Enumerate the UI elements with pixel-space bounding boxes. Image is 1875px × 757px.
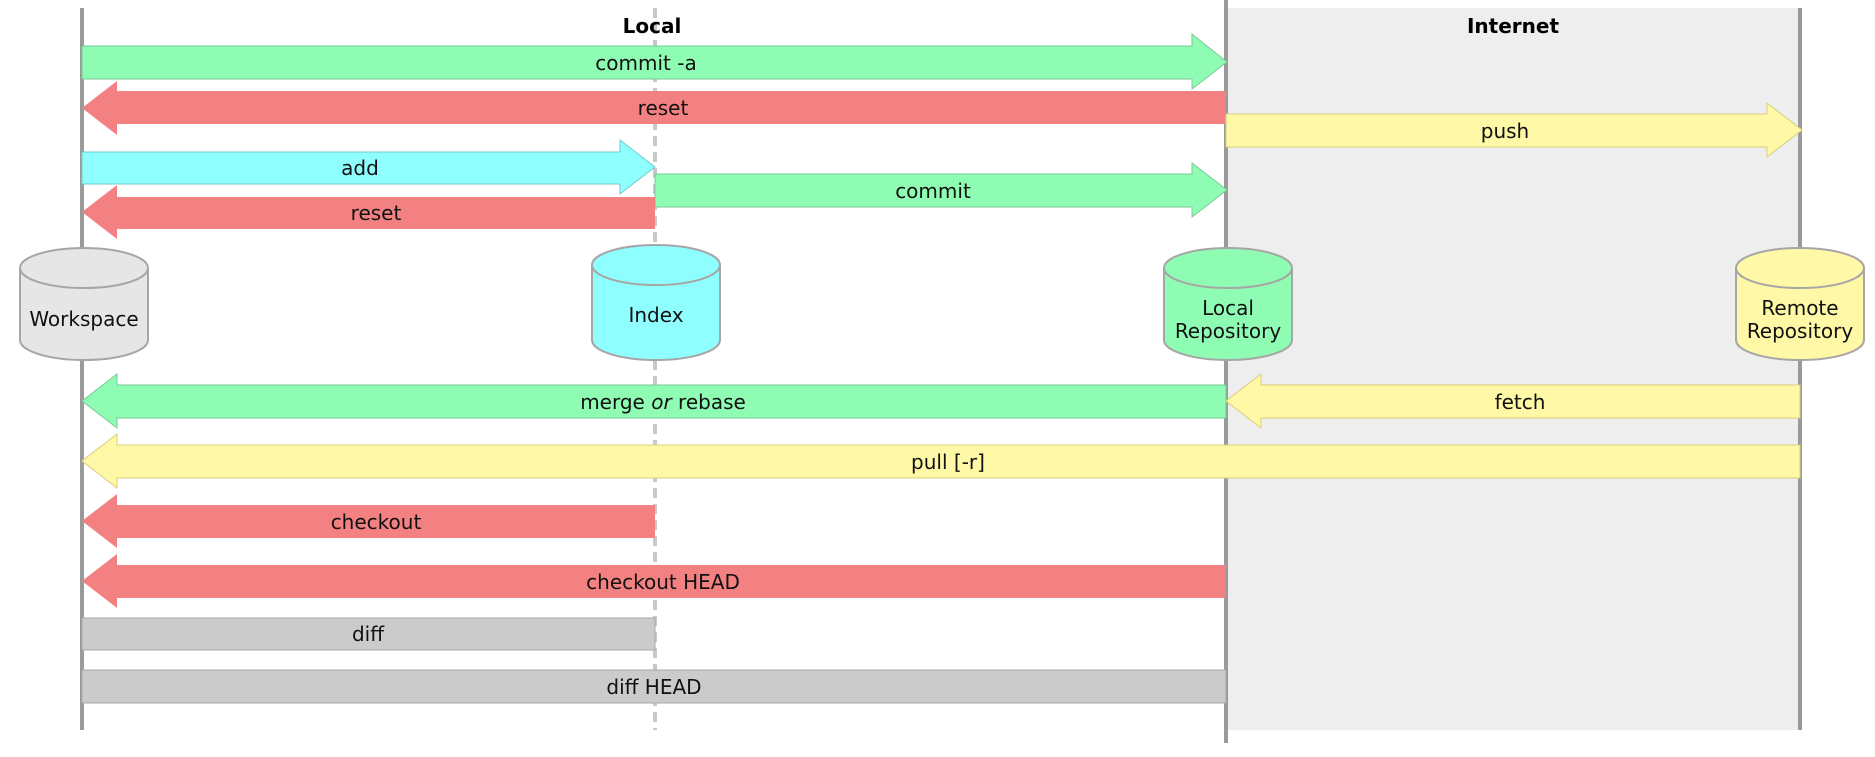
arrow-label-merge-or-rebase: merge or rebase <box>580 390 746 414</box>
arrow-label-commit: commit <box>895 179 971 203</box>
arrow-pull: pull [-r] <box>81 432 1801 490</box>
arrow-push: push <box>1225 101 1803 159</box>
node-label-index: Index <box>628 303 683 327</box>
node-label-local-repository-line1: Local <box>1202 296 1254 320</box>
arrow-checkout: checkout <box>82 494 655 548</box>
node-label-remote-repository-line2: Repository <box>1747 319 1854 343</box>
arrow-reset-repository: reset <box>82 81 1226 135</box>
arrow-commit-a: commit -a <box>81 32 1228 91</box>
arrow-checkout-head: checkout HEAD <box>82 554 1226 608</box>
rebase-text: rebase <box>672 390 746 414</box>
arrow-commit: commit <box>654 161 1228 219</box>
zone-title-internet: Internet <box>1467 14 1559 38</box>
arrow-label-reset-repository: reset <box>638 96 689 120</box>
node-label-workspace: Workspace <box>29 307 138 331</box>
arrow-fetch: fetch <box>1225 372 1801 430</box>
arrow-label-checkout: checkout <box>331 510 422 534</box>
node-workspace: Workspace <box>19 247 149 361</box>
arrow-label-commit-a: commit -a <box>595 51 696 75</box>
bar-diff: diff <box>81 617 656 651</box>
arrow-label-fetch: fetch <box>1495 390 1546 414</box>
zone-title-local: Local <box>623 14 682 38</box>
arrow-label-pull: pull [-r] <box>911 450 985 474</box>
bar-diff-head: diff HEAD <box>81 669 1227 704</box>
bar-label-diff: diff <box>352 622 385 646</box>
arrow-label-add: add <box>341 156 379 180</box>
arrow-label-reset-index: reset <box>351 201 402 225</box>
arrow-reset-index: reset <box>82 185 655 239</box>
merge-text: merge <box>580 390 651 414</box>
node-label-remote-repository-line1: Remote <box>1761 296 1838 320</box>
or-text: or <box>651 390 673 414</box>
bar-label-diff-head: diff HEAD <box>606 675 701 699</box>
node-index: Index <box>591 244 721 361</box>
arrow-merge-or-rebase: merge or rebase <box>81 372 1227 430</box>
arrow-add: add <box>81 138 656 196</box>
arrow-label-checkout-head: checkout HEAD <box>586 570 740 594</box>
node-label-local-repository-line2: Repository <box>1175 319 1282 343</box>
node-remote-repository: Remote Repository <box>1735 247 1865 361</box>
arrow-label-push: push <box>1481 119 1529 143</box>
node-local-repository: Local Repository <box>1163 247 1293 361</box>
